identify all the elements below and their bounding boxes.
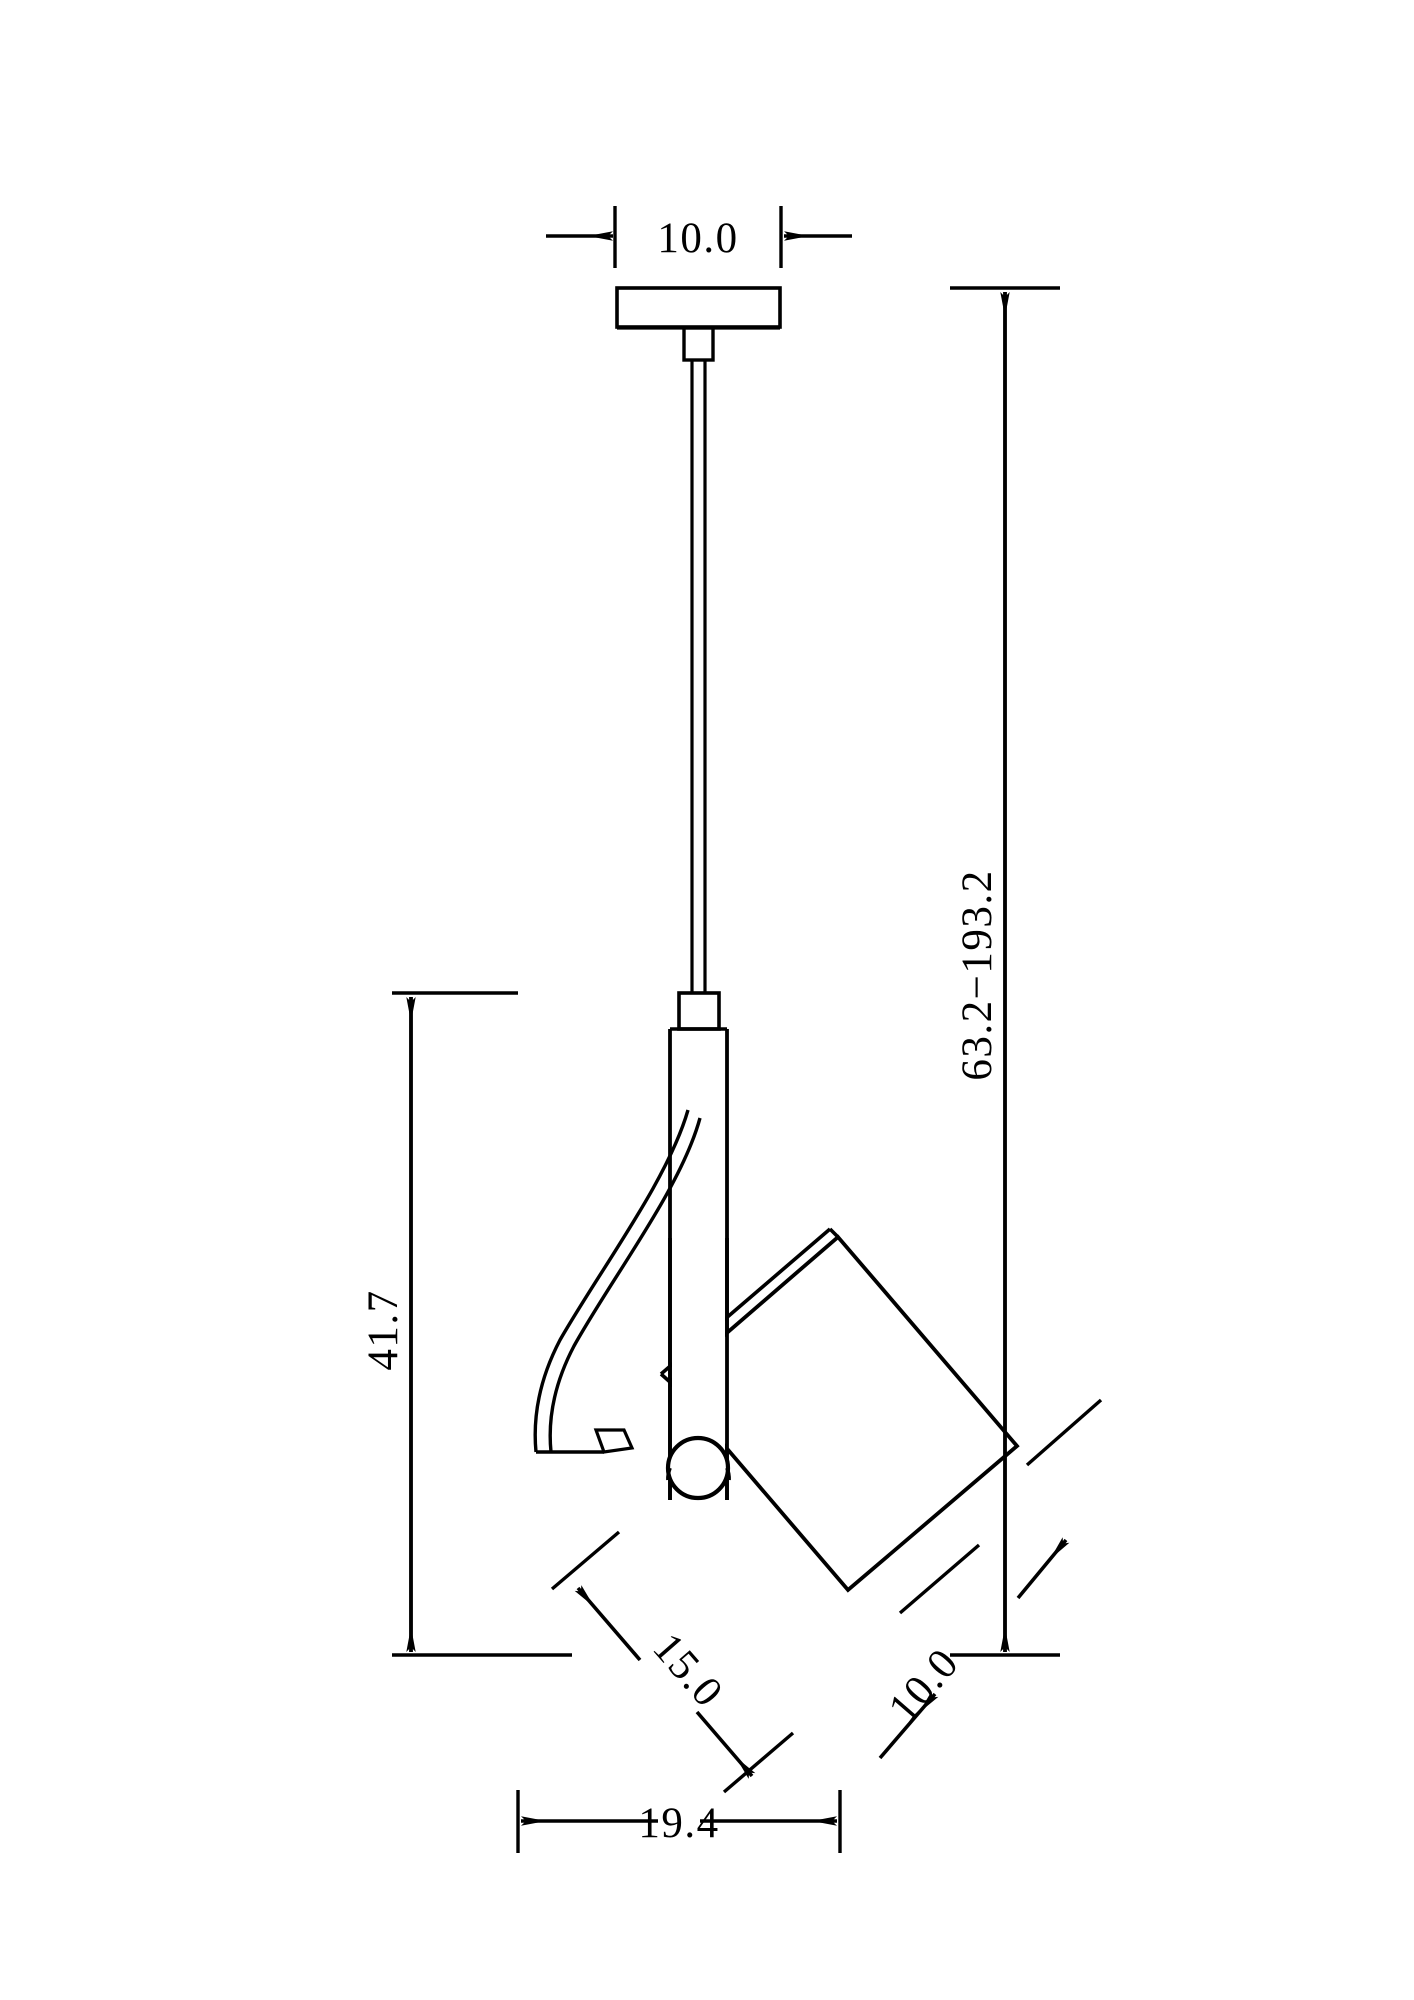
dimension-shade-face: 15.0 [550,1530,795,1794]
ext-tick-depth-lower [1025,1398,1103,1467]
dimension-head-height: 41.7 [360,991,572,1657]
rod-bottom-right-cap [725,1467,731,1481]
dim-label-drop-height: 63.2−193.2 [954,869,1001,1080]
dim-arrow-face-upper [574,1585,642,1662]
dim-arrow-depth-lower [1016,1537,1070,1600]
pivot-joint [665,1238,731,1501]
canopy-body [615,286,782,329]
ceiling-canopy [615,286,782,330]
ext-tick-face-top [550,1530,621,1591]
stem-connector [682,326,715,362]
wire-outer-edge [533,1109,690,1453]
shade-body [667,1234,1020,1593]
stem-block [682,326,715,362]
wire-clip [593,1428,635,1454]
pivot-circle [665,1435,731,1501]
dimension-canopy-width: 10.0 [546,206,852,268]
power-wire [533,1109,702,1454]
wire-inner-edge [548,1117,702,1453]
dim-arrow-depth-upper [878,1691,939,1760]
shade-rim-cap-upper [828,1227,840,1239]
dimension-drop-height: 63.2−193.2 [950,286,1060,1657]
ext-tick-depth-upper [898,1543,981,1615]
suspension-cord [690,360,707,993]
dim-label-head-height: 41.7 [360,1289,407,1370]
rod-collar [677,991,721,1031]
ext-tick-face-bottom [722,1731,795,1794]
dim-label-overall-width: 19.4 [638,1800,719,1847]
dim-arrow-face-lower [695,1710,756,1779]
collar-block [677,991,721,1031]
rod-bottom-left-cap [666,1467,672,1481]
dimension-overall-width: 19.4 [516,1790,842,1853]
dim-label-canopy-width: 10.0 [657,215,738,262]
dim-label-shade-face: 15.0 [644,1625,733,1717]
